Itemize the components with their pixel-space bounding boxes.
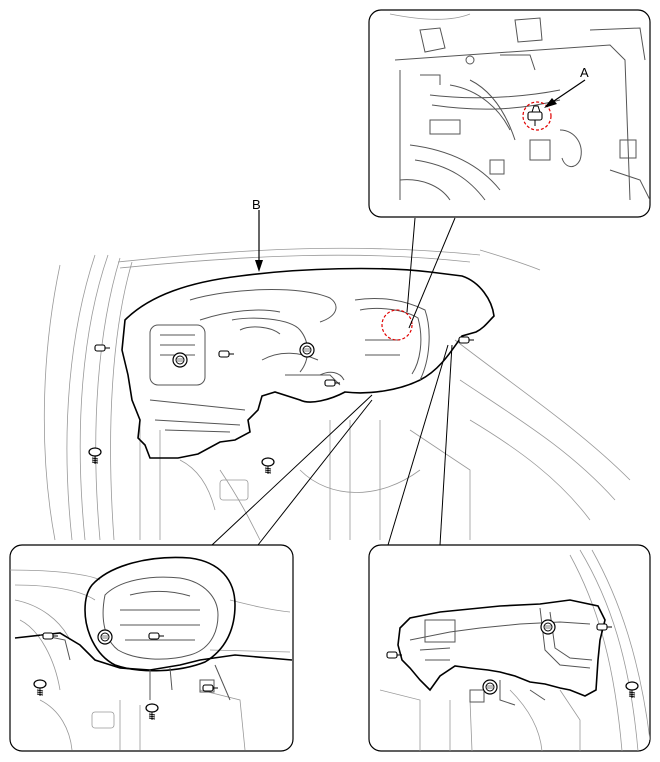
screw-icon [261,457,275,475]
label-a: A [580,65,589,80]
clip-icon [458,336,475,344]
bolt-icon [482,679,498,695]
bolt-icon [299,342,315,358]
callout-bottom-left [9,544,294,752]
highlight-circle [522,101,552,131]
highlight-circle [381,309,413,341]
clip-icon [324,379,341,387]
connector-icon [527,105,543,126]
clip-icon [218,350,235,358]
label-b: B [252,197,261,212]
bolt-icon [97,629,113,645]
main-view [43,210,631,541]
callout-bottom-right [368,544,651,752]
screw-icon [88,447,102,465]
clip-icon [94,344,111,352]
bolt-icon [172,352,188,368]
callout-top-right [368,9,651,218]
bolt-icon [540,619,556,635]
